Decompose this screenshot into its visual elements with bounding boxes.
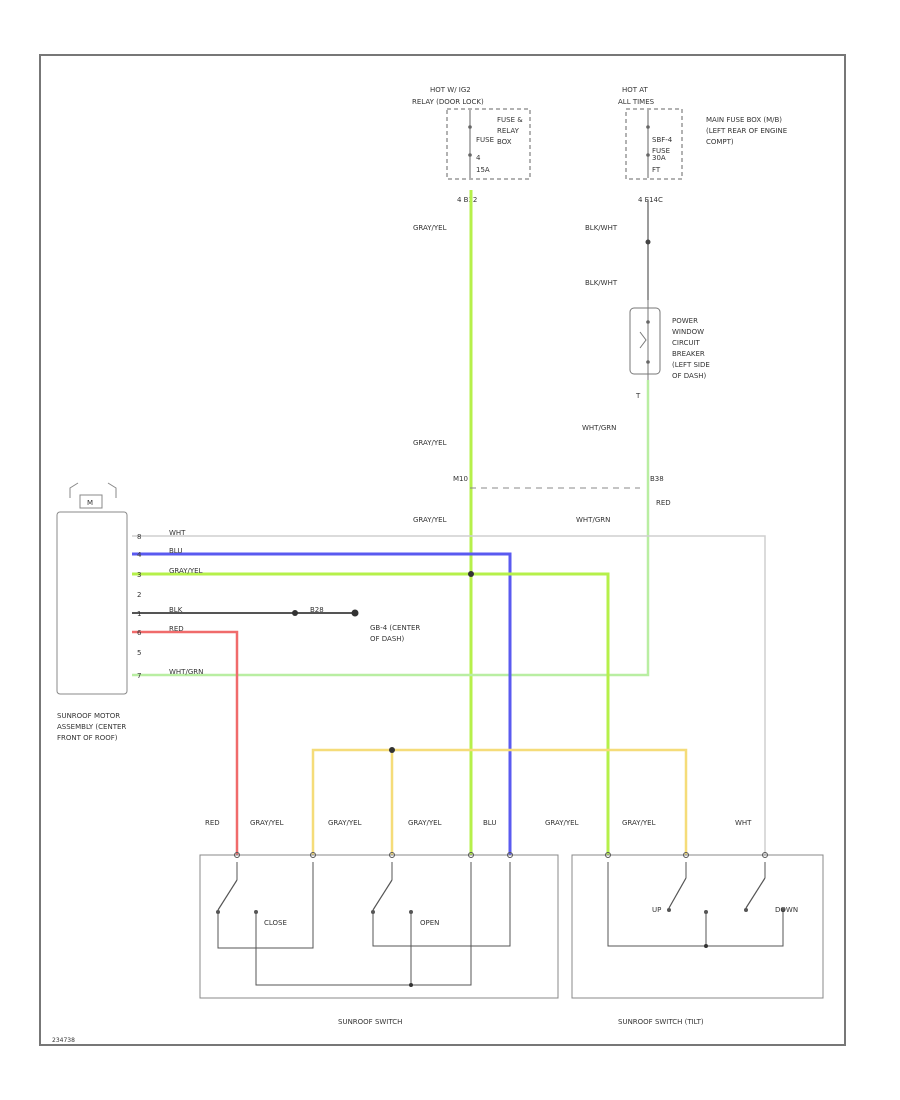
wire-label-red-switch: RED — [205, 819, 220, 827]
motor-body — [56, 511, 128, 695]
wire-label-wht-grn-3: WHT/GRN — [169, 668, 203, 676]
wire-gray-yel-bus — [311, 748, 688, 855]
up-label: UP — [652, 906, 661, 914]
wire-label-blu-motor: BLU — [169, 547, 182, 555]
close-label: CLOSE — [264, 919, 287, 927]
motor-pin-2: 2 — [137, 591, 141, 599]
fuse-amp-right: 30A — [652, 154, 666, 162]
connector-m10: M10 — [453, 475, 468, 483]
fuse-box-outline-right — [625, 108, 683, 180]
connector-b32-label: 4 B32 — [457, 196, 477, 204]
fuse-amp-left: 15A — [476, 166, 490, 174]
hot-at-label: HOT AT — [622, 86, 649, 94]
wire-label-red-motor: RED — [169, 625, 184, 633]
wire-wht — [132, 535, 766, 855]
wire-label-blk: BLK — [169, 606, 183, 614]
hot-ig2-label: HOT W/ IG2 — [430, 86, 471, 94]
splice-blk-wht — [645, 239, 651, 245]
fuse-label-left: FUSE — [476, 136, 494, 144]
wire-label-blk-wht-2: BLK/WHT — [585, 279, 618, 287]
wire-label-wht-grn-2: WHT/GRN — [576, 516, 610, 524]
wire-label-sw-gray-yel-4: GRAY/YEL — [545, 819, 579, 827]
sunroof-switch-tilt-label: SUNROOF SWITCH (TILT) — [618, 1018, 704, 1026]
diagram-frame — [39, 54, 846, 1046]
wire-label-blu-switch: BLU — [483, 819, 496, 827]
motor-pin-4: 4 — [137, 551, 142, 559]
wire-blu — [132, 552, 512, 855]
connector-e14c-label: 4 E14C — [638, 196, 663, 204]
wire-label-gray-yel-motor: GRAY/YEL — [169, 567, 203, 575]
circuit-breaker-pin: T — [635, 392, 641, 400]
connector-b28: B28 — [310, 606, 324, 614]
wire-label-sw-gray-yel-5: GRAY/YEL — [622, 819, 656, 827]
wire-label-gray-yel-2: GRAY/YEL — [413, 439, 447, 447]
wire-label-gray-yel-1: GRAY/YEL — [413, 224, 447, 232]
sunroof-switch-tilt: UP DOWN SUNROOF SWITCH (TILT) — [571, 852, 824, 1026]
wire-label-red-dashed: RED — [656, 499, 671, 507]
wire-label-sw-gray-yel-1: GRAY/YEL — [250, 819, 284, 827]
motor-pin-6: 6 — [137, 629, 142, 637]
splice-yel — [389, 747, 395, 753]
fuse-relay-box-left: HOT W/ IG2 RELAY (DOOR LOCK) FUSE 4 15A … — [412, 86, 531, 204]
motor-pin-8: 8 — [137, 533, 141, 541]
splice-gray-yel — [468, 571, 474, 577]
wire-label-blk-wht-1: BLK/WHT — [585, 224, 618, 232]
wire-label-wht-motor: WHT — [169, 529, 186, 537]
wire-label-wht-grn-1: WHT/GRN — [582, 424, 616, 432]
wire-wht-grn — [132, 380, 650, 677]
motor-pin-7: 7 — [137, 672, 141, 680]
wire-label-sw-gray-yel-3: GRAY/YEL — [408, 819, 442, 827]
relay-door-lock-label: RELAY (DOOR LOCK) — [412, 98, 484, 106]
down-label: DOWN — [775, 906, 798, 914]
connector-b38: B38 — [650, 475, 664, 483]
wire-label-wht-switch: WHT — [735, 819, 752, 827]
footer-code: 234738 — [52, 1037, 75, 1044]
wire-gray-yel-pin3 — [132, 572, 610, 855]
motor-pin-1: 1 — [137, 610, 141, 618]
fuse-sub-right: FT — [652, 166, 661, 174]
sunroof-switch: CLOSE OPEN SUNROOF SWITCH — [199, 852, 559, 1026]
fuse-number-left: 4 — [476, 154, 481, 162]
wire-red — [132, 630, 239, 855]
sunroof-switch-label: SUNROOF SWITCH — [338, 1018, 402, 1026]
wire-label-sw-gray-yel-2: GRAY/YEL — [328, 819, 362, 827]
open-label: OPEN — [420, 919, 439, 927]
motor-connector-m: M — [87, 499, 93, 507]
wire-label-gray-yel-3: GRAY/YEL — [413, 516, 447, 524]
motor-pin-3: 3 — [137, 571, 141, 579]
all-times-label: ALL TIMES — [618, 98, 655, 106]
motor-pin-5: 5 — [137, 649, 141, 657]
